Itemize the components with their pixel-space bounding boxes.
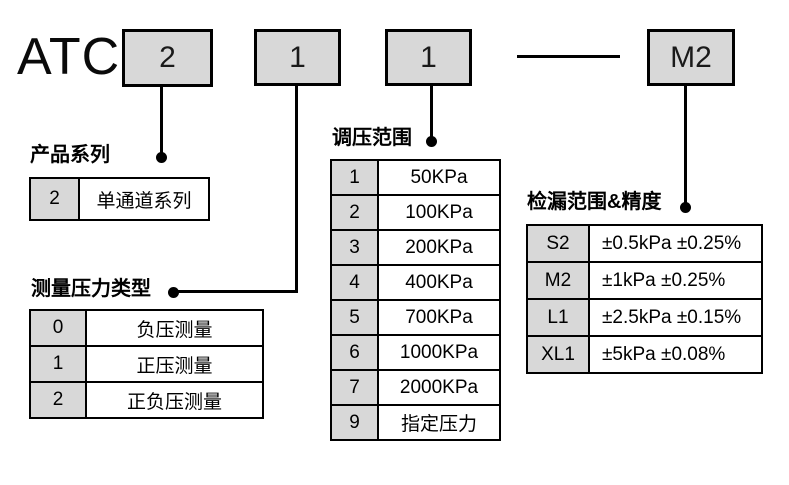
connector-line-leak-range <box>684 86 687 204</box>
table-row: 5 700KPa <box>330 299 501 336</box>
code-cell: 9 <box>330 404 379 441</box>
connector-line-pressure-type-vertical <box>295 86 298 293</box>
connector-dot-pressure-type <box>168 287 179 298</box>
label-cell: 400KPa <box>377 264 501 301</box>
label-cell: 200KPa <box>377 229 501 266</box>
label-cell: 负压测量 <box>85 309 264 347</box>
table-row: L1 ±2.5kPa ±0.15% <box>526 298 763 337</box>
leak-range-table: S2 ±0.5kPa ±0.25% M2 ±1kPa ±0.25% L1 ±2.… <box>526 224 763 374</box>
code-cell: 0 <box>29 309 87 347</box>
label-cell: 正负压测量 <box>85 381 264 419</box>
code-cell: 3 <box>330 229 379 266</box>
table-row: S2 ±0.5kPa ±0.25% <box>526 224 763 263</box>
connector-line-pressure-type-horizontal <box>176 290 298 293</box>
label-cell: 1000KPa <box>377 334 501 371</box>
table-row: XL1 ±5kPa ±0.08% <box>526 335 763 374</box>
code-segment-range: 1 <box>385 29 472 86</box>
table-row: 4 400KPa <box>330 264 501 301</box>
model-code-separator <box>517 55 620 58</box>
label-cell: ±2.5kPa ±0.15% <box>588 298 763 337</box>
code-cell: L1 <box>526 298 590 337</box>
table-row: 6 1000KPa <box>330 334 501 371</box>
label-cell: ±0.5kPa ±0.25% <box>588 224 763 263</box>
table-row: 1 正压测量 <box>29 345 264 383</box>
table-row: 1 50KPa <box>330 159 501 196</box>
label-cell: ±5kPa ±0.08% <box>588 335 763 374</box>
table-row: 2 100KPa <box>330 194 501 231</box>
connector-dot-regulation-range <box>426 136 437 147</box>
connector-line-regulation-range <box>430 86 433 139</box>
code-cell: 4 <box>330 264 379 301</box>
section-title-pressure-type: 测量压力类型 <box>31 278 151 300</box>
section-title-product-series: 产品系列 <box>30 144 110 166</box>
code-cell: S2 <box>526 224 590 263</box>
code-cell: 7 <box>330 369 379 406</box>
connector-dot-leak-range <box>680 202 691 213</box>
code-segment-type: 1 <box>254 29 341 86</box>
regulation-range-table: 1 50KPa 2 100KPa 3 200KPa 4 400KPa 5 700… <box>330 159 501 441</box>
table-row: M2 ±1kPa ±0.25% <box>526 261 763 300</box>
section-title-regulation-range: 调压范围 <box>332 127 412 149</box>
pressure-type-table: 0 负压测量 1 正压测量 2 正负压测量 <box>29 309 264 419</box>
code-segment-accuracy: M2 <box>647 29 735 86</box>
section-title-leak-range: 检漏范围&精度 <box>527 191 662 213</box>
table-row: 2 正负压测量 <box>29 381 264 419</box>
model-prefix: ATC <box>17 28 121 86</box>
label-cell: 单通道系列 <box>78 177 210 221</box>
code-cell: 5 <box>330 299 379 336</box>
code-cell: XL1 <box>526 335 590 374</box>
code-segment-series: 2 <box>122 29 213 87</box>
table-row: 2 单通道系列 <box>29 177 210 221</box>
product-series-table: 2 单通道系列 <box>29 177 210 221</box>
table-row: 0 负压测量 <box>29 309 264 347</box>
label-cell: 100KPa <box>377 194 501 231</box>
code-cell: M2 <box>526 261 590 300</box>
connector-dot-product-series <box>156 152 167 163</box>
label-cell: 正压测量 <box>85 345 264 383</box>
table-row: 7 2000KPa <box>330 369 501 406</box>
code-cell: 6 <box>330 334 379 371</box>
label-cell: 700KPa <box>377 299 501 336</box>
table-row: 9 指定压力 <box>330 404 501 441</box>
connector-line-product-series <box>160 86 163 156</box>
label-cell: 指定压力 <box>377 404 501 441</box>
code-cell: 1 <box>330 159 379 196</box>
code-cell: 2 <box>330 194 379 231</box>
code-cell: 2 <box>29 381 87 419</box>
label-cell: 2000KPa <box>377 369 501 406</box>
table-row: 3 200KPa <box>330 229 501 266</box>
label-cell: ±1kPa ±0.25% <box>588 261 763 300</box>
code-cell: 1 <box>29 345 87 383</box>
code-cell: 2 <box>29 177 80 221</box>
label-cell: 50KPa <box>377 159 501 196</box>
